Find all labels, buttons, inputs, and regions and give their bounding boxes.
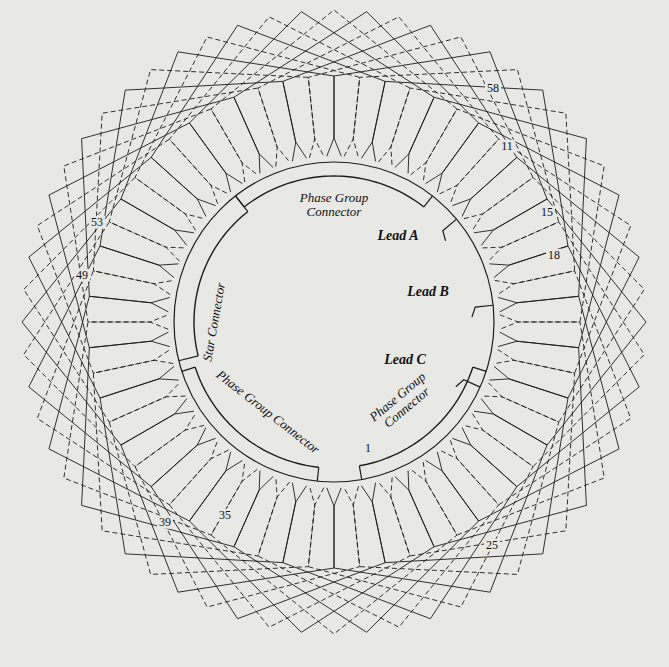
- connector-tap: [235, 196, 247, 212]
- connector-label: Lead B: [407, 285, 449, 300]
- callout-number: 15: [539, 206, 555, 219]
- connector-tap: [424, 196, 433, 207]
- coil: [211, 10, 457, 182]
- connector-label: Phase Group Connector: [214, 368, 322, 457]
- coil: [474, 199, 646, 445]
- callout-number: 49: [74, 269, 90, 282]
- connector-tap: [317, 467, 318, 481]
- callout-number: 25: [484, 539, 500, 552]
- connector-tap: [182, 367, 195, 371]
- connector-label: Phase Group Connector: [359, 363, 445, 442]
- callout-number: 58: [485, 82, 501, 95]
- connector-arcs: [179, 176, 493, 481]
- callout-number: 35: [217, 509, 233, 522]
- lead-line: [472, 305, 493, 317]
- lead-line: [456, 380, 480, 387]
- connector-tap: [473, 367, 486, 371]
- connector-label: Phase Group Connector: [289, 191, 379, 218]
- connector-tap: [359, 466, 361, 480]
- connector-label: Lead C: [384, 353, 426, 368]
- lead-line: [443, 219, 457, 241]
- connector-label: Star Connector: [200, 282, 227, 363]
- coil-group: [22, 10, 646, 634]
- callout-number: 1: [363, 442, 373, 455]
- callout-number: 18: [546, 249, 562, 262]
- connector-arc: [195, 367, 319, 467]
- callout-number: 11: [499, 140, 515, 153]
- connector-tap: [179, 356, 198, 361]
- connector-label: Lead A: [377, 229, 418, 244]
- coil: [22, 199, 194, 445]
- callout-number: 53: [89, 216, 105, 229]
- callout-number: 39: [157, 516, 173, 529]
- inner-ring: [174, 162, 494, 482]
